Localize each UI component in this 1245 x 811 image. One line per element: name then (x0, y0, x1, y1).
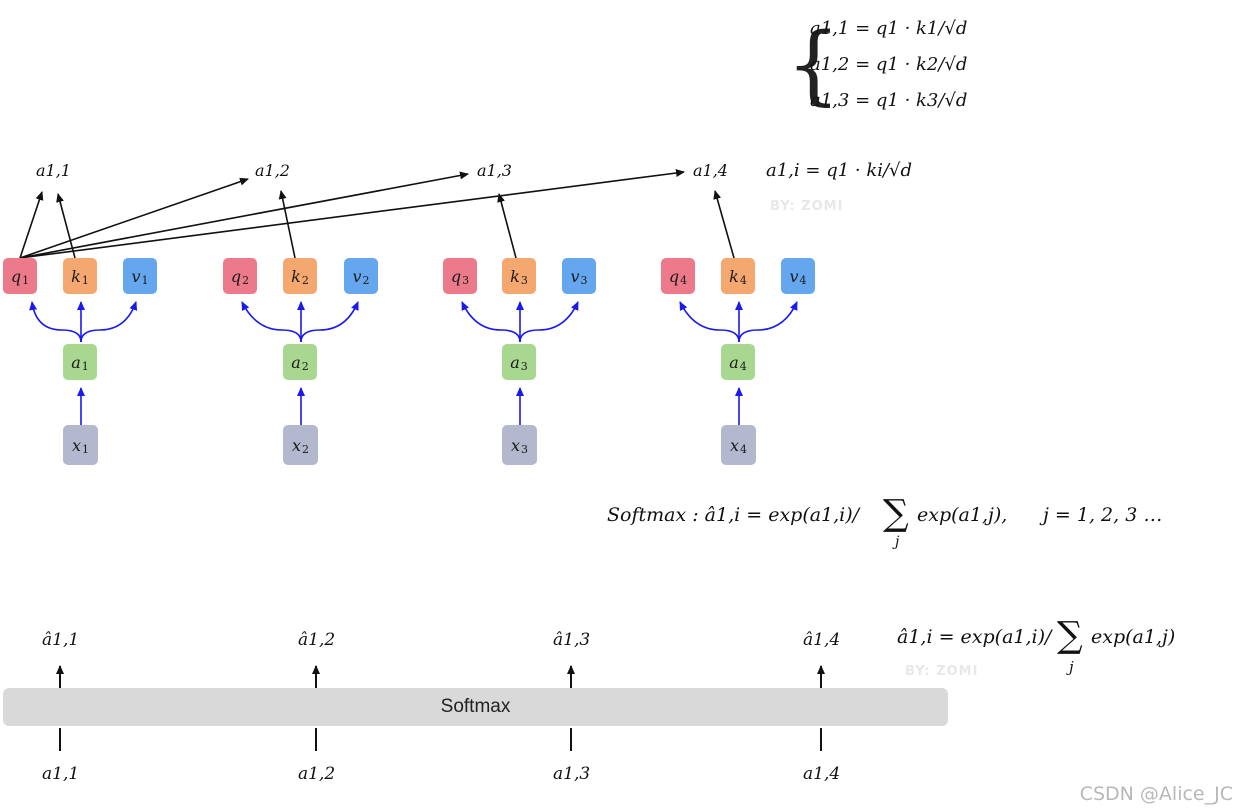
softmax-index-range: j = 1, 2, 3 … (1043, 504, 1163, 526)
right-softmax-equation: â1,i = exp(a1,i)/ ∑ j exp(a1,j) (897, 618, 1197, 688)
output-label-3: â1,3 (553, 630, 591, 650)
score-label-1: a1,1 (36, 161, 71, 180)
softmax-bar-label: Softmax (440, 696, 511, 717)
watermark-top: BY: ZOMI (770, 199, 844, 214)
right-softmax-sum-index: j (1069, 658, 1074, 676)
softmax-equation-rhs: exp(a1,j), (917, 504, 1008, 526)
top-equation-3: a1,3 = q1 · k3/√d (810, 90, 968, 111)
output-label-2: â1,2 (298, 630, 336, 650)
right-softmax-lhs: â1,i = exp(a1,i)/ (897, 626, 1052, 648)
input-label-1: a1,1 (42, 764, 80, 784)
input-label-3: a1,3 (553, 764, 591, 784)
top-equation-2: a1,2 = q1 · k2/√d (810, 54, 968, 75)
softmax-sum-index: j (895, 534, 900, 550)
input-label-4: a1,4 (803, 764, 841, 784)
score-label-3: a1,3 (477, 161, 512, 180)
score-label-2: a1,2 (255, 161, 290, 180)
left-brace: { (786, 15, 841, 115)
watermark-bottom: BY: ZOMI (905, 664, 979, 679)
softmax-equation-lhs: Softmax : â1,i = exp(a1,i)/ (607, 504, 860, 526)
output-label-4: â1,4 (803, 630, 841, 650)
score-label-4: a1,4 (693, 161, 728, 180)
general-score-equation: a1,i = q1 · ki/√d (766, 160, 913, 181)
output-label-1: â1,1 (42, 630, 80, 650)
softmax-sum-symbol: ∑ (883, 493, 909, 534)
right-softmax-rhs: exp(a1,j) (1091, 626, 1176, 648)
top-equations-block: { a1,1 = q1 · k1/√d a1,2 = q1 · k2/√d a1… (786, 14, 1020, 124)
input-label-2: a1,2 (298, 764, 336, 784)
softmax-equation: Softmax : â1,i = exp(a1,i)/ ∑ j exp(a1,j… (607, 496, 1207, 556)
right-softmax-sum-symbol: ∑ (1057, 615, 1083, 656)
softmax-bar: Softmax (3, 688, 948, 726)
footer-credit: CSDN @Alice_JC (1079, 783, 1233, 805)
top-equation-1: a1,1 = q1 · k1/√d (810, 18, 968, 39)
